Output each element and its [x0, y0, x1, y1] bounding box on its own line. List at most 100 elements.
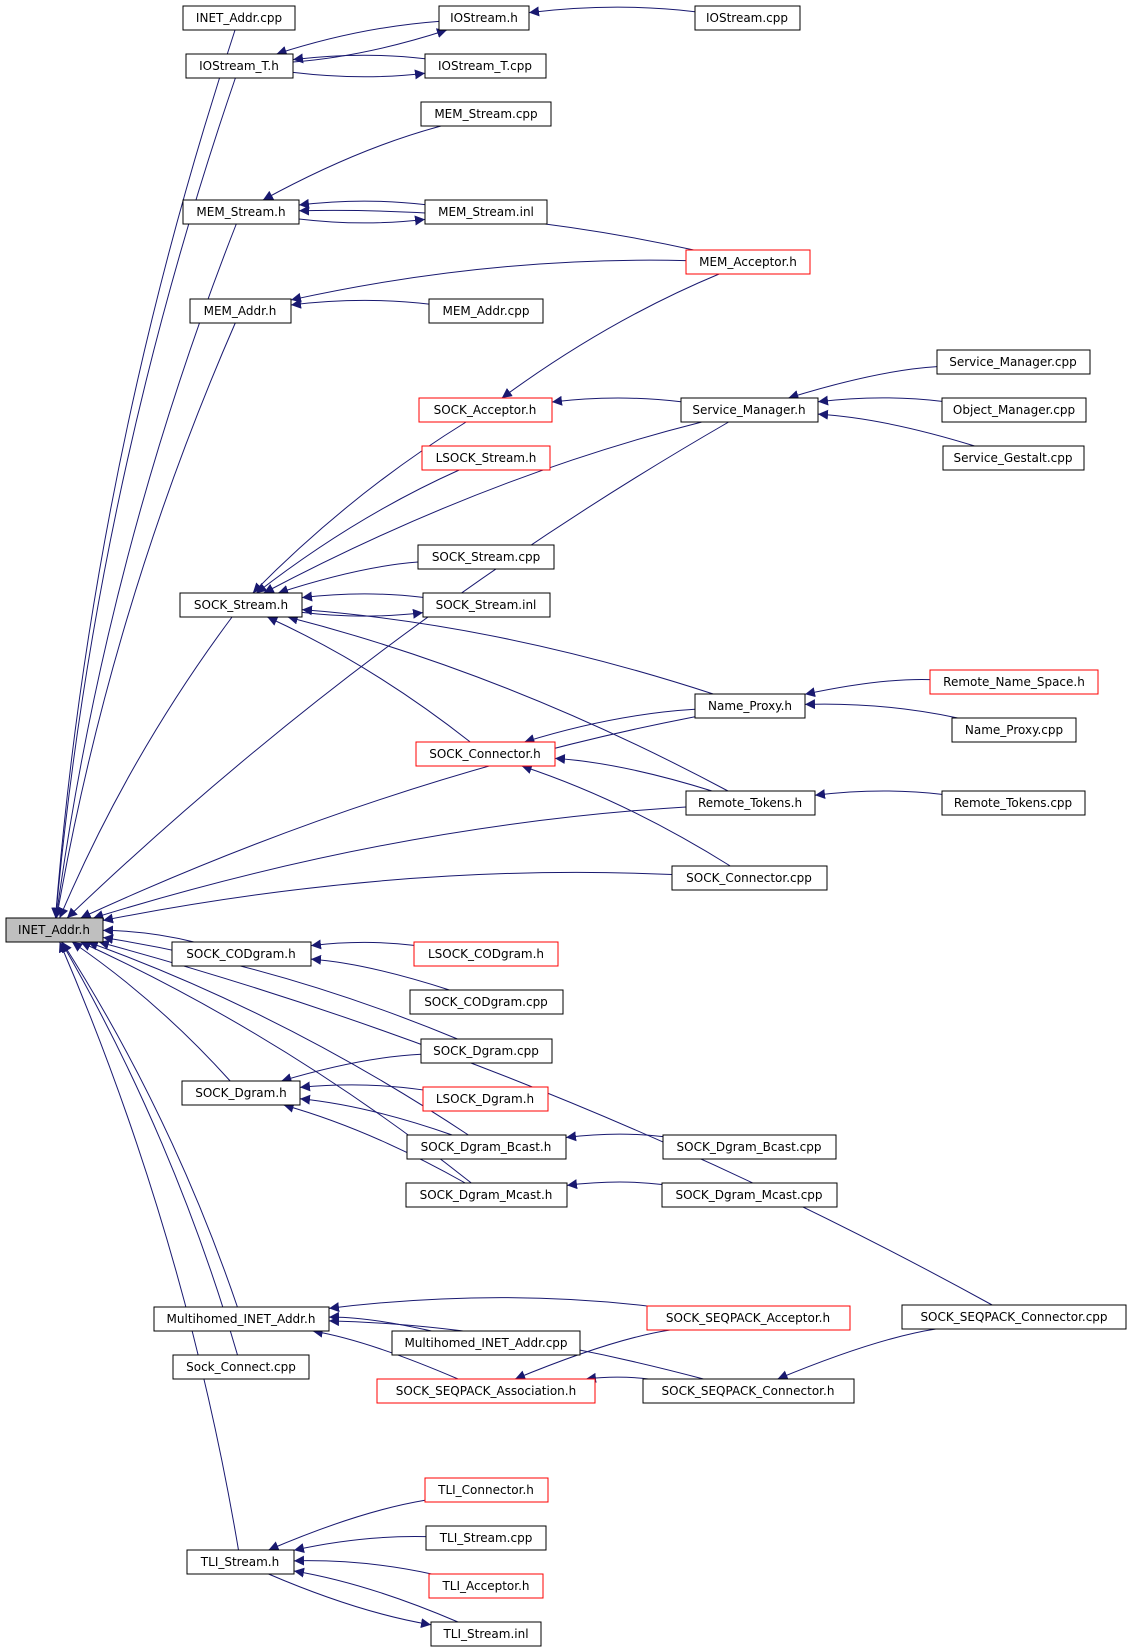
- node-sock-seqpack-connector-cpp[interactable]: SOCK_SEQPACK_Connector.cpp: [901, 1304, 1127, 1330]
- node-lsock-stream-h[interactable]: LSOCK_Stream.h: [421, 445, 551, 471]
- node-service-manager-cpp[interactable]: Service_Manager.cpp: [936, 349, 1091, 375]
- node-label: SOCK_CODgram.h: [186, 947, 295, 961]
- node-sock-connector-cpp[interactable]: SOCK_Connector.cpp: [671, 865, 828, 891]
- edge-tli-stream-h-to-tli-stream-inl: [268, 1573, 432, 1629]
- node-label: IOStream.h: [450, 11, 518, 25]
- edge-iostream-h-to-iostream-t-h: [276, 20, 440, 56]
- node-lsock-codgram-h[interactable]: LSOCK_CODgram.h: [413, 941, 559, 967]
- node-layer: INET_Addr.h INET_Addr.cpp IOStream_T.h I…: [5, 5, 1127, 1647]
- node-label: SOCK_Dgram_Bcast.h: [421, 1140, 552, 1154]
- node-label: SOCK_Dgram.h: [195, 1086, 287, 1100]
- node-service-gestalt-cpp[interactable]: Service_Gestalt.cpp: [942, 445, 1085, 471]
- node-sock-dgram-h[interactable]: SOCK_Dgram.h: [181, 1080, 301, 1106]
- node-label: MEM_Addr.cpp: [443, 304, 530, 318]
- edge-name-proxy-h-to-inet-addr-h: [80, 716, 696, 919]
- edge-remote-tokens-h-to-sock-stream-h: [287, 614, 729, 792]
- node-label: SOCK_Dgram.cpp: [433, 1044, 539, 1058]
- edge-sock-acceptor-h-to-sock-stream-h: [252, 421, 467, 594]
- edge-remote-tokens-h-to-sock-connector-h: [554, 754, 713, 792]
- node-sock-connector-h[interactable]: SOCK_Connector.h: [415, 741, 556, 767]
- edge-object-manager-cpp-to-service-manager-h: [817, 395, 943, 406]
- node-mem-acceptor-h[interactable]: MEM_Acceptor.h: [685, 249, 811, 275]
- node-label: SOCK_Stream.cpp: [432, 550, 540, 564]
- edge-sock-stream-cpp-to-sock-stream-h: [277, 561, 419, 595]
- node-iostream-cpp[interactable]: IOStream.cpp: [694, 5, 801, 31]
- node-mem-addr-cpp[interactable]: MEM_Addr.cpp: [428, 298, 544, 324]
- node-sock-codgram-h[interactable]: SOCK_CODgram.h: [171, 941, 312, 967]
- node-label: Remote_Name_Space.h: [943, 675, 1085, 689]
- node-remote-tokens-cpp[interactable]: Remote_Tokens.cpp: [941, 790, 1086, 816]
- node-label: INET_Addr.h: [18, 923, 90, 937]
- node-mem-stream-cpp[interactable]: MEM_Stream.cpp: [420, 101, 552, 127]
- node-mem-stream-h[interactable]: MEM_Stream.h: [182, 199, 300, 225]
- node-label: SOCK_SEQPACK_Connector.h: [662, 1384, 835, 1398]
- edge-tli-acceptor-h-to-tli-stream-h: [293, 1555, 432, 1575]
- node-object-manager-cpp[interactable]: Object_Manager.cpp: [941, 397, 1087, 423]
- node-label: LSOCK_CODgram.h: [428, 947, 544, 961]
- node-service-manager-h[interactable]: Service_Manager.h: [680, 397, 819, 423]
- node-label: IOStream_T.cpp: [438, 59, 532, 73]
- edge-sock-codgram-cpp-to-sock-codgram-h: [310, 954, 450, 991]
- node-lsock-dgram-h[interactable]: LSOCK_Dgram.h: [422, 1086, 549, 1112]
- node-inet-addr-cpp[interactable]: INET_Addr.cpp: [182, 5, 296, 31]
- node-label: INET_Addr.cpp: [196, 11, 282, 25]
- node-sock-connect-cpp[interactable]: Sock_Connect.cpp: [172, 1354, 310, 1380]
- node-tli-stream-cpp[interactable]: TLI_Stream.cpp: [425, 1525, 547, 1551]
- node-label: Service_Manager.h: [692, 403, 805, 417]
- node-sock-stream-cpp[interactable]: SOCK_Stream.cpp: [417, 544, 555, 570]
- edge-remote-tokens-h-to-inet-addr-h: [93, 806, 687, 920]
- edge-name-proxy-h-to-sock-connector-h: [524, 708, 696, 744]
- node-tli-stream-inl[interactable]: TLI_Stream.inl: [430, 1621, 542, 1647]
- node-sock-codgram-cpp[interactable]: SOCK_CODgram.cpp: [409, 989, 564, 1015]
- edge-remote-tokens-cpp-to-remote-tokens-h: [814, 789, 943, 800]
- node-sock-dgram-cpp[interactable]: SOCK_Dgram.cpp: [420, 1038, 553, 1064]
- edge-lsock-codgram-h-to-sock-codgram-h: [310, 939, 415, 950]
- node-label: MEM_Stream.cpp: [434, 107, 537, 121]
- node-tli-stream-h[interactable]: TLI_Stream.h: [186, 1549, 295, 1575]
- node-sock-stream-inl[interactable]: SOCK_Stream.inl: [422, 592, 551, 618]
- node-sock-dgram-bcast-h[interactable]: SOCK_Dgram_Bcast.h: [406, 1134, 567, 1160]
- node-name-proxy-h[interactable]: Name_Proxy.h: [694, 693, 806, 719]
- node-label: Name_Proxy.cpp: [965, 723, 1063, 737]
- node-sock-dgram-bcast-cpp[interactable]: SOCK_Dgram_Bcast.cpp: [662, 1134, 837, 1160]
- node-multihomed-inet-addr-cpp[interactable]: Multihomed_INET_Addr.cpp: [391, 1330, 581, 1356]
- node-label: TLI_Stream.h: [200, 1555, 279, 1569]
- edge-name-proxy-h-to-sock-stream-h: [301, 605, 714, 695]
- edge-layer: [51, 6, 993, 1629]
- node-iostream-t-cpp[interactable]: IOStream_T.cpp: [424, 53, 547, 79]
- node-label: MEM_Stream.inl: [438, 205, 534, 219]
- node-label: SOCK_CODgram.cpp: [424, 995, 548, 1009]
- node-tli-connector-h[interactable]: TLI_Connector.h: [424, 1477, 549, 1503]
- node-inet-addr-h[interactable]: INET_Addr.h: [5, 917, 104, 943]
- node-mem-addr-h[interactable]: MEM_Addr.h: [189, 298, 292, 324]
- node-sock-dgram-mcast-h[interactable]: SOCK_Dgram_Mcast.h: [405, 1182, 568, 1208]
- edge-sock-seqpack-association-h-to-multihomed-inet-addr-h: [312, 1327, 459, 1380]
- node-iostream-h[interactable]: IOStream.h: [438, 5, 530, 31]
- node-label: MEM_Addr.h: [204, 304, 277, 318]
- node-sock-seqpack-connector-h[interactable]: SOCK_SEQPACK_Connector.h: [642, 1378, 855, 1404]
- node-remote-name-space-h[interactable]: Remote_Name_Space.h: [929, 669, 1099, 695]
- node-name-proxy-cpp[interactable]: Name_Proxy.cpp: [951, 717, 1077, 743]
- node-sock-seqpack-acceptor-h[interactable]: SOCK_SEQPACK_Acceptor.h: [646, 1305, 851, 1331]
- edge-sock-dgram-bcast-h-to-sock-dgram-h: [299, 1094, 453, 1136]
- node-multihomed-inet-addr-h[interactable]: Multihomed_INET_Addr.h: [153, 1306, 330, 1332]
- node-remote-tokens-h[interactable]: Remote_Tokens.h: [685, 790, 816, 816]
- node-label: SOCK_Stream.h: [194, 598, 288, 612]
- node-mem-stream-inl[interactable]: MEM_Stream.inl: [424, 199, 548, 225]
- node-label: SOCK_Stream.inl: [436, 598, 537, 612]
- node-iostream-t-h[interactable]: IOStream_T.h: [185, 53, 294, 79]
- node-sock-seqpack-association-h[interactable]: SOCK_SEQPACK_Association.h: [376, 1378, 596, 1404]
- edge-service-manager-cpp-to-service-manager-h: [788, 366, 938, 400]
- edge-sock-seqpack-acceptor-h-to-sock-seqpack-association-h: [514, 1329, 671, 1380]
- node-label: SOCK_Connector.h: [429, 747, 541, 761]
- edge-iostream-t-h-to-iostream-t-cpp: [292, 69, 426, 80]
- node-tli-acceptor-h[interactable]: TLI_Acceptor.h: [428, 1573, 544, 1599]
- edge-sock-connector-cpp-to-inet-addr-h: [102, 871, 673, 924]
- node-sock-dgram-mcast-cpp[interactable]: SOCK_Dgram_Mcast.cpp: [661, 1182, 838, 1208]
- edge-mem-addr-cpp-to-mem-addr-h: [290, 298, 430, 309]
- node-sock-stream-h[interactable]: SOCK_Stream.h: [179, 592, 303, 618]
- edge-inet-addr-cpp-to-inet-addr-h: [51, 29, 236, 919]
- edge-mem-stream-inl-to-mem-stream-h: [298, 198, 426, 209]
- node-sock-acceptor-h[interactable]: SOCK_Acceptor.h: [418, 397, 553, 423]
